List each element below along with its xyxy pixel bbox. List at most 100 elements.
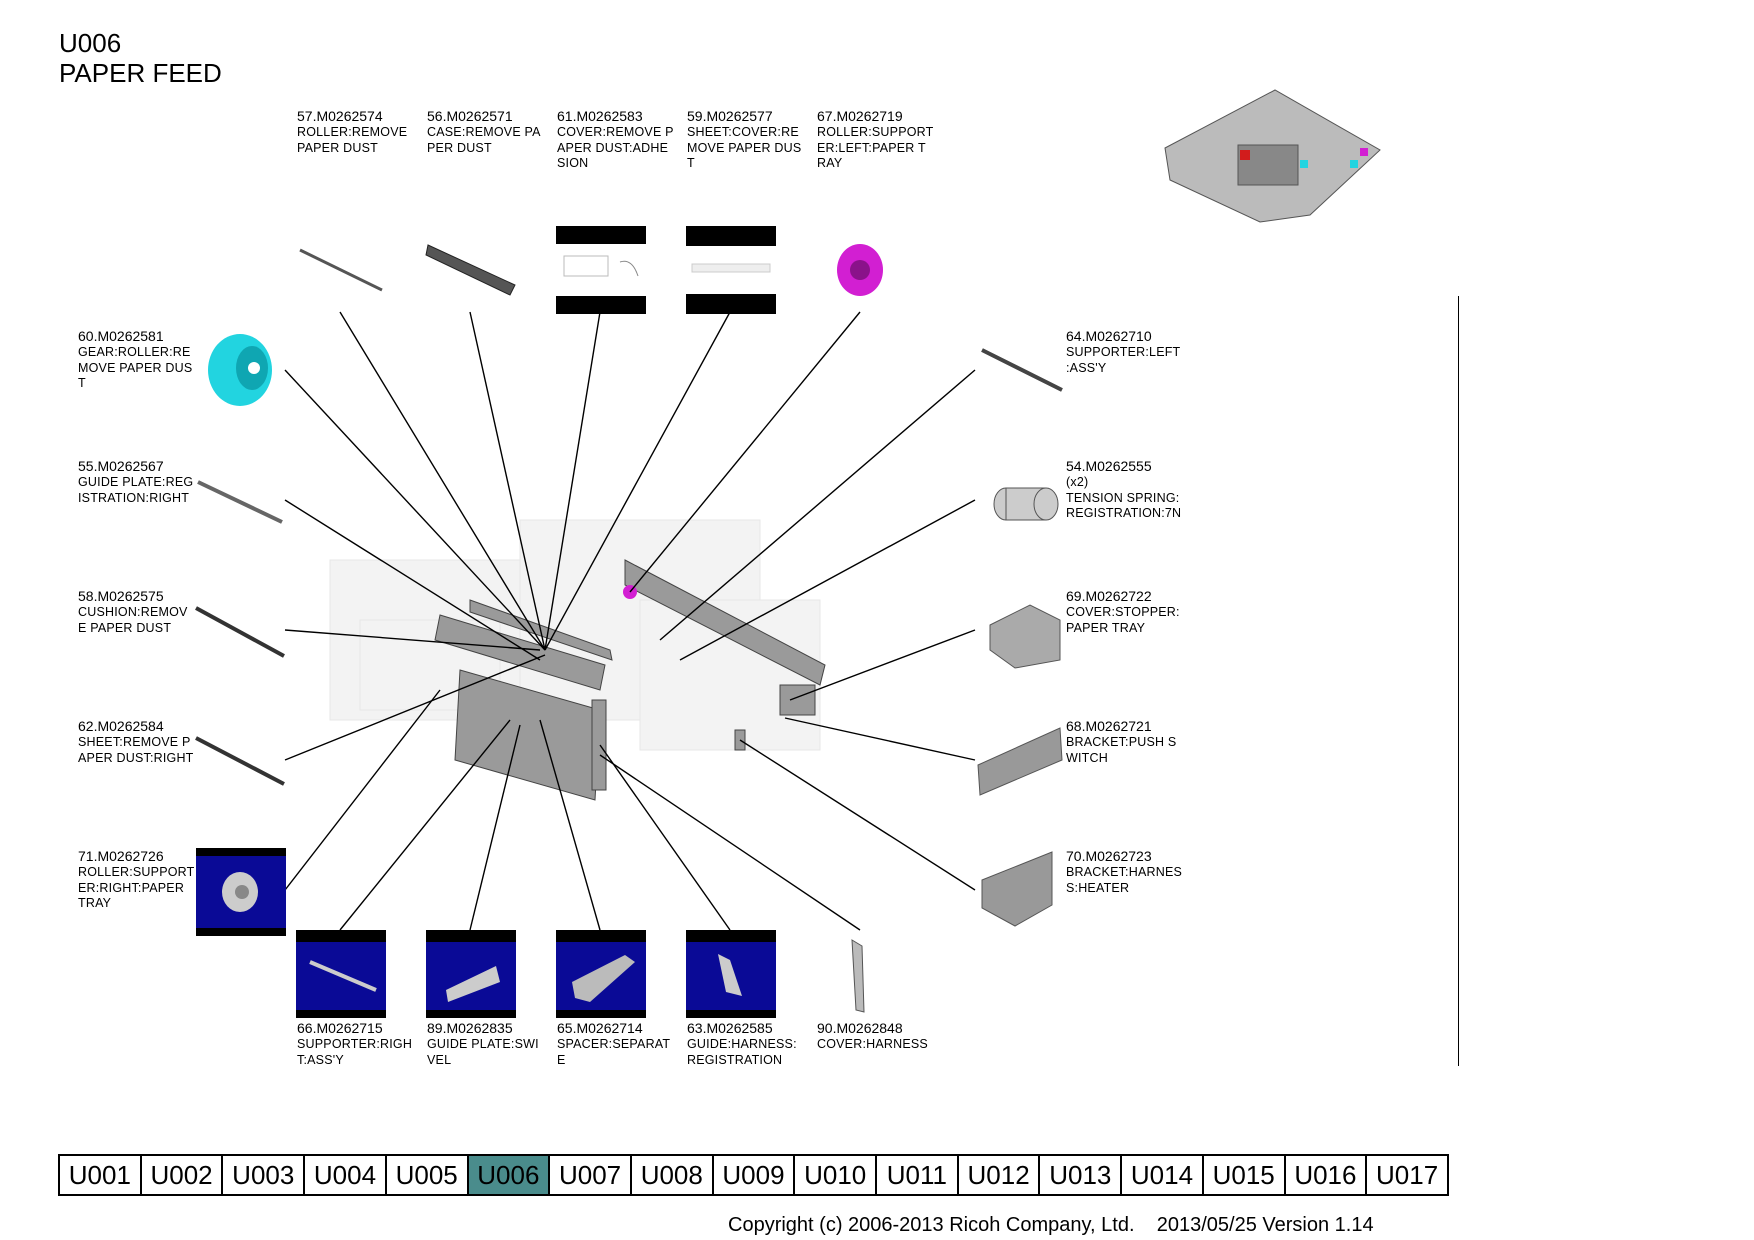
part-number: 61.M0262583 — [557, 108, 643, 124]
thumb-90-cover-harness — [851, 939, 865, 1013]
thumb-57-roller — [299, 248, 383, 292]
thumb-56-case — [425, 244, 516, 296]
part-label-54: 54.M0262555(x2) TENSION SPRING: REGISTRA… — [1066, 457, 1191, 522]
part-number: 69.M0262722 — [1066, 588, 1152, 604]
part-number: 62.M0262584 — [78, 718, 164, 734]
thumb-65-spacer — [556, 930, 646, 1018]
thumb-63-guide-harness — [686, 930, 776, 1018]
part-number: 58.M0262575 — [78, 588, 164, 604]
part-number: 90.M0262848 — [817, 1020, 903, 1036]
thumb-89-guide-plate — [426, 930, 516, 1018]
part-description: SUPPORTER:RIGH T:ASS'Y — [297, 1037, 413, 1067]
part-number: 70.M0262723 — [1066, 848, 1152, 864]
tab-u006[interactable]: U006 — [468, 1156, 551, 1194]
thumb-68-bracket — [977, 727, 1063, 796]
thumb-71-roller — [196, 848, 286, 936]
tab-u008[interactable]: U008 — [631, 1156, 714, 1194]
thumb-55-guide-plate — [197, 480, 283, 524]
thumb-64-supporter — [981, 348, 1063, 392]
part-number: 67.M0262719 — [817, 108, 903, 124]
overview-thumbnail — [1164, 89, 1381, 223]
divider-line — [1458, 296, 1459, 1066]
main-assembly-detail — [434, 559, 826, 801]
thumb-60-gear-cyan — [208, 334, 272, 406]
part-number: 59.M0262577 — [687, 108, 773, 124]
part-number: 55.M0262567 — [78, 458, 164, 474]
section-nav: U001 U002 U003 U004 U005 U006 U007 U008 … — [58, 1154, 1449, 1196]
tab-u002[interactable]: U002 — [141, 1156, 224, 1194]
part-description: GUIDE PLATE:REG ISTRATION:RIGHT — [78, 475, 194, 505]
part-description: ROLLER:REMOVE PAPER DUST — [297, 125, 408, 155]
part-number: 65.M0262714 — [557, 1020, 643, 1036]
part-number: 57.M0262574 — [297, 108, 383, 124]
part-number: 64.M0262710 — [1066, 328, 1152, 344]
part-number: 66.M0262715 — [297, 1020, 383, 1036]
part-description: BRACKET:HARNES S:HEATER — [1066, 865, 1183, 895]
tab-u004[interactable]: U004 — [305, 1156, 387, 1194]
tab-u009[interactable]: U009 — [713, 1156, 796, 1194]
thumb-58-cushion — [195, 606, 285, 658]
part-description: BRACKET:PUSH S WITCH — [1066, 735, 1177, 765]
thumb-61-cover — [556, 226, 646, 314]
part-number: 56.M0262571 — [427, 108, 513, 124]
part-number: 60.M0262581 — [78, 328, 164, 344]
thumb-62-sheet — [195, 736, 285, 786]
leader-lines — [284, 311, 976, 931]
tab-u003[interactable]: U003 — [223, 1156, 306, 1194]
tab-u013[interactable]: U013 — [1040, 1156, 1123, 1194]
part-description: ROLLER:SUPPORT ER:RIGHT:PAPER TRAY — [78, 865, 195, 910]
part-description: GUIDE:HARNESS: REGISTRATION — [687, 1037, 797, 1067]
thumb-67-roller-magenta — [837, 244, 883, 296]
thumb-66-supporter — [296, 930, 386, 1018]
page-code: U006 — [59, 28, 122, 58]
tab-u001[interactable]: U001 — [60, 1156, 142, 1194]
tab-u016[interactable]: U016 — [1285, 1156, 1368, 1194]
tab-u012[interactable]: U012 — [958, 1156, 1041, 1194]
part-number: 63.M0262585 — [687, 1020, 773, 1036]
tab-u005[interactable]: U005 — [386, 1156, 469, 1194]
part-description: SUPPORTER:LEFT :ASS'Y — [1066, 345, 1181, 375]
part-description: CUSHION:REMOV E PAPER DUST — [78, 605, 188, 635]
thumb-70-bracket — [981, 851, 1053, 927]
thumb-54-spring — [993, 487, 1059, 521]
part-description: COVER:HARNESS — [817, 1037, 928, 1051]
part-description: GUIDE PLATE:SWI VEL — [427, 1037, 539, 1067]
part-number: 54.M0262555 — [1066, 458, 1152, 474]
tab-u010[interactable]: U010 — [795, 1156, 878, 1194]
part-description: SPACER:SEPARAT E — [557, 1037, 671, 1067]
tab-u017[interactable]: U017 — [1367, 1156, 1447, 1194]
part-description: ROLLER:SUPPORT ER:LEFT:PAPER T RAY — [817, 125, 934, 170]
tab-u015[interactable]: U015 — [1203, 1156, 1286, 1194]
page-title: PAPER FEED — [59, 58, 222, 88]
copyright-text: Copyright (c) 2006-2013 Ricoh Company, L… — [728, 1214, 1374, 1236]
part-description: SHEET:COVER:RE MOVE PAPER DUS T — [687, 125, 802, 170]
tab-u007[interactable]: U007 — [550, 1156, 632, 1194]
tab-u011[interactable]: U011 — [877, 1156, 959, 1194]
part-description: COVER:REMOVE P APER DUST:ADHE SION — [557, 125, 674, 170]
thumb-59-sheet — [686, 226, 776, 314]
part-description: (x2) TENSION SPRING: REGISTRATION:7N — [1066, 475, 1182, 520]
part-number: 71.M0262726 — [78, 848, 164, 864]
tab-u014[interactable]: U014 — [1122, 1156, 1204, 1194]
part-number: 89.M0262835 — [427, 1020, 513, 1036]
part-description: SHEET:REMOVE P APER DUST:RIGHT — [78, 735, 194, 765]
part-description: CASE:REMOVE PA PER DUST — [427, 125, 541, 155]
part-number: 68.M0262721 — [1066, 718, 1152, 734]
